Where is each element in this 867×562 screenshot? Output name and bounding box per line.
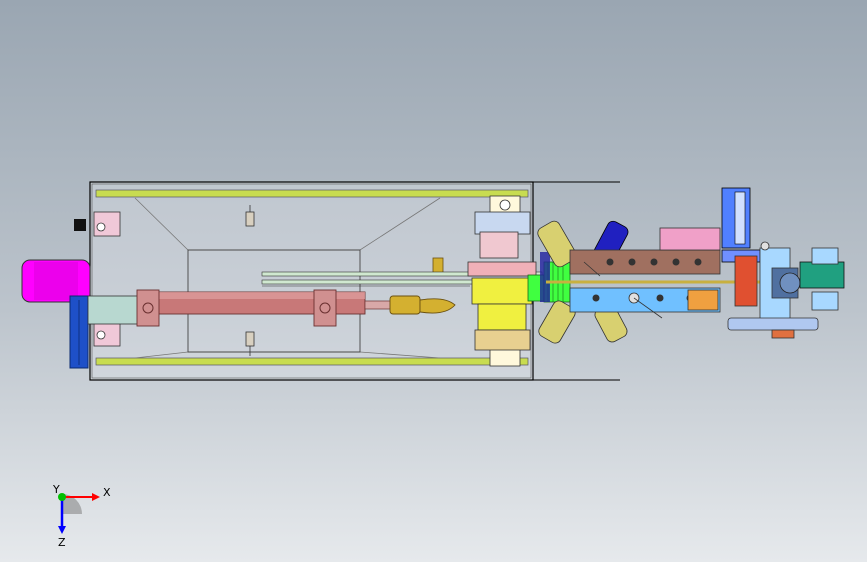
bottom-rail <box>95 357 529 366</box>
cylinder-clamp-left <box>136 289 160 327</box>
cylinder-clamp-right <box>313 289 337 327</box>
bottom-fitting <box>245 331 255 356</box>
slide-arm[interactable] <box>546 227 760 319</box>
bearing-block[interactable] <box>467 211 537 351</box>
clamp-head[interactable] <box>721 187 845 339</box>
cylinder[interactable] <box>136 257 456 327</box>
top-rail <box>95 189 529 198</box>
z-axis-label: Z <box>58 536 66 549</box>
rod-end-coupling <box>389 295 421 315</box>
y-axis-dot <box>58 493 66 501</box>
coordinate-triad: X Y Z <box>52 483 111 549</box>
top-fitting <box>245 205 255 227</box>
x-axis-label: X <box>103 486 111 499</box>
connector-plug <box>74 219 86 231</box>
y-axis-label: Y <box>52 483 60 496</box>
